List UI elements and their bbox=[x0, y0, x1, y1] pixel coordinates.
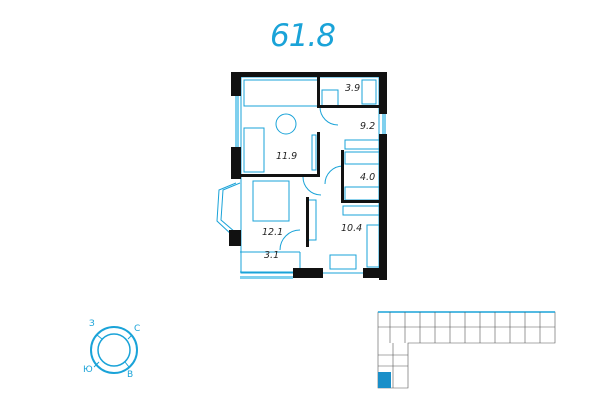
windows bbox=[235, 96, 386, 279]
compass-north: С bbox=[134, 324, 140, 334]
compass-south: Ю bbox=[83, 365, 93, 375]
room-area-label: 9.2 bbox=[360, 121, 375, 132]
interior-lines bbox=[216, 76, 384, 274]
room-area-label: 3.9 bbox=[345, 83, 360, 94]
room-area-label: 3.1 bbox=[264, 250, 279, 261]
room-area-label: 4.0 bbox=[360, 172, 375, 183]
building-minimap bbox=[377, 311, 556, 389]
walls bbox=[229, 72, 387, 280]
room-area-label: 12.1 bbox=[262, 227, 283, 238]
compass-east: В bbox=[127, 370, 133, 380]
room-area-label: 10.4 bbox=[341, 223, 362, 234]
compass-west: З bbox=[89, 319, 95, 329]
compass bbox=[90, 326, 138, 374]
room-area-label: 11.9 bbox=[276, 151, 297, 162]
total-area: 61.8 bbox=[269, 18, 336, 54]
